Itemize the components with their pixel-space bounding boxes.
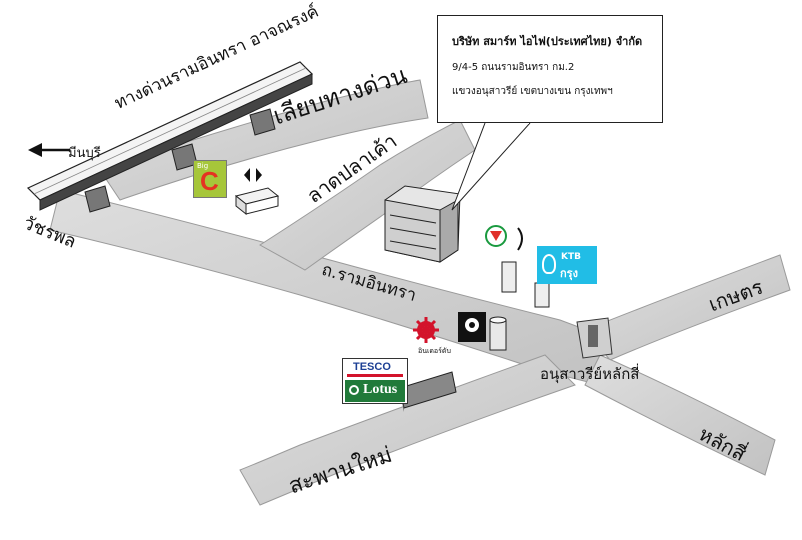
ktb-short-label: KTB [561,252,581,262]
company-district: แขวงอนุสาวรีย์ เขตบางเขน กรุงเทพฯ [452,86,613,97]
ktb-logo: KTB กรุงไทย [537,246,597,298]
black-square-logo [458,312,486,342]
carrefour-store-box [234,187,280,216]
kbank-logo [485,225,523,251]
kbank-towers [501,261,550,308]
small-logo-text: อินเดอร์ดับ [418,347,451,355]
tesco-red-stripe [347,374,403,377]
label-anusawari: อนุสาวรีย์หลักสี่ [540,365,640,383]
company-callout: บริษัท สมาร์ท ไอไฟ(ประเทศไทย) จำกัด 9/4-… [437,15,663,123]
road-lat-pla-khao [259,119,476,271]
big-c-letter: C [200,166,219,196]
ktb-bird-icon [542,254,556,274]
expressway-bridge [26,61,314,213]
label-min-buri: มีนบุรี [68,146,101,161]
company-address: 9/4-5 ถนนรามอินทรา กม.2 [452,62,575,73]
monument-icon [576,317,613,359]
road-lak-si [584,354,776,476]
big-c-logo: Big C [193,160,227,198]
ktb-thai-label: กรุงไทย [560,267,580,298]
min-buri-arrow [28,143,70,157]
road-kaset [584,254,791,361]
cylinder-tower [489,316,507,351]
carrefour-icon [244,168,262,182]
red-flower-logo [413,317,439,343]
company-building [384,185,461,263]
callout-pointer [451,122,531,211]
lotus-band: Lotus [345,380,405,402]
tesco-lotus-logo: TESCO Lotus [342,358,408,404]
lotus-flower-icon [349,385,359,395]
tesco-label: TESCO [353,361,391,373]
road-bypass [99,79,429,201]
company-name: บริษัท สมาร์ท ไอไฟ(ประเทศไทย) จำกัด [452,35,643,48]
lotus-label: Lotus [363,382,398,397]
big-c-small-text: Big [197,162,209,170]
